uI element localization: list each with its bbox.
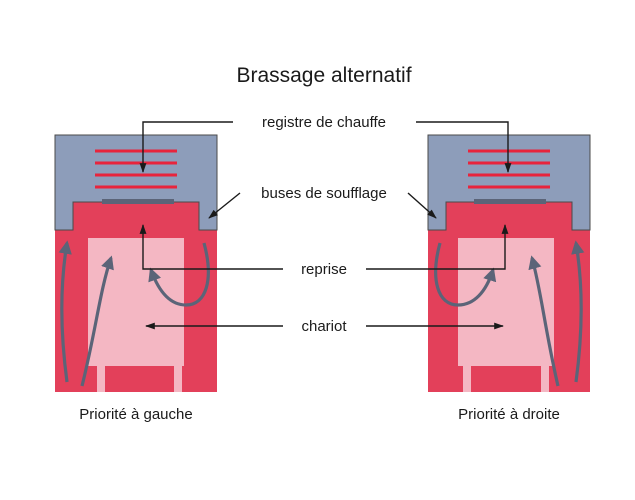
leader-nozzles-right — [407, 192, 437, 219]
left-carriage-leg — [97, 366, 105, 392]
label-carriage: chariot — [301, 318, 347, 335]
left-airflow-arrow — [80, 255, 114, 387]
right-carriage-leg — [463, 366, 471, 392]
left-heating-register — [95, 149, 177, 189]
label-heating-register: registre de chauffe — [262, 114, 386, 131]
left-carriage-leg — [174, 366, 182, 392]
left-heating-casing — [54, 134, 218, 231]
leader-return-right — [366, 224, 509, 270]
diagram-title: Brassage alternatif — [236, 64, 411, 87]
right-heating-register — [468, 149, 550, 189]
label-return: reprise — [301, 261, 347, 278]
right-carriage-leg — [541, 366, 549, 392]
caption-right-priority: Priorité à droite — [458, 406, 560, 423]
label-blow-nozzles: buses de soufflage — [261, 185, 387, 202]
right-airflow-arrow — [528, 255, 560, 387]
caption-left-priority: Priorité à gauche — [79, 406, 192, 423]
right-nozzle-plate — [474, 199, 546, 204]
right-heating-casing — [427, 134, 591, 231]
left-nozzle-plate — [102, 199, 174, 204]
right-oven-unit — [427, 134, 591, 392]
right-airflow-arrow — [571, 240, 585, 383]
leader-lines — [139, 121, 512, 330]
left-oven-unit — [54, 134, 218, 392]
left-airflow-arrow — [58, 240, 72, 383]
leader-nozzles-left — [208, 192, 241, 219]
leader-heating-register-left — [139, 121, 233, 173]
left-carriage — [88, 238, 184, 366]
leader-return-left — [139, 224, 283, 270]
leader-heating-register-right — [416, 121, 512, 173]
